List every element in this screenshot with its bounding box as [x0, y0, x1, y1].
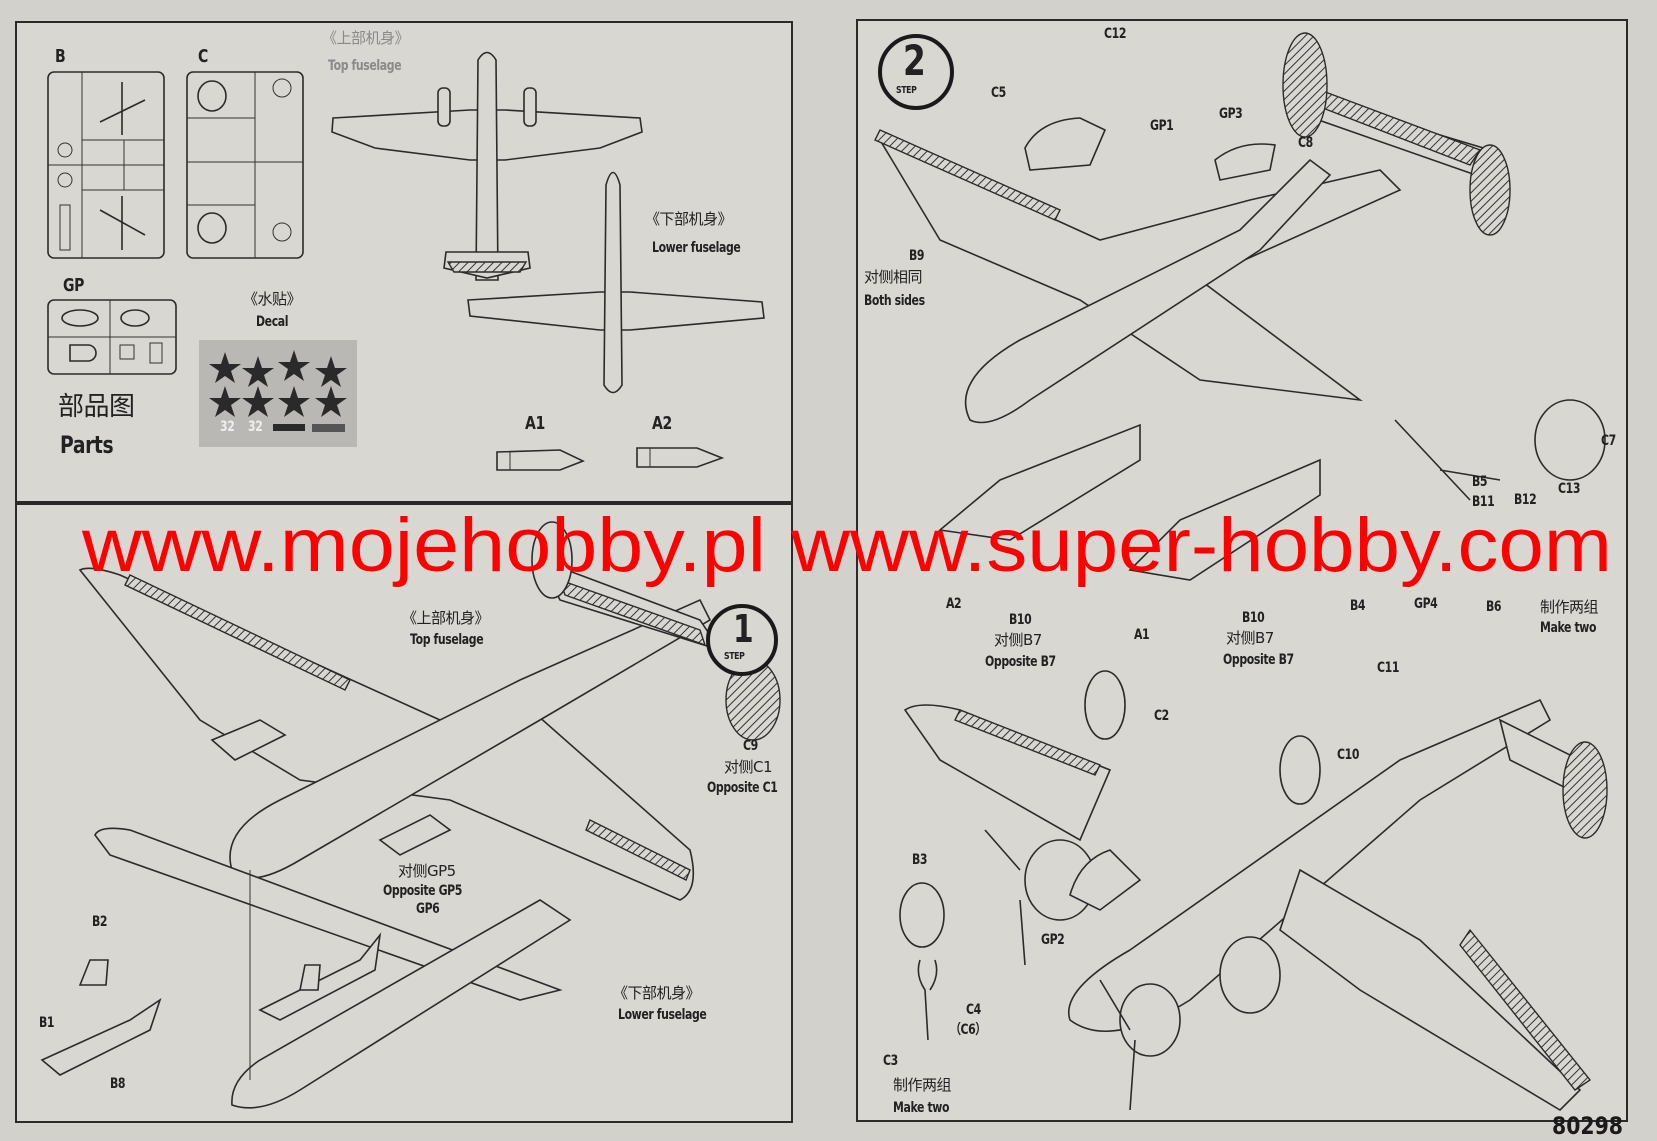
label-b8: B8	[110, 1076, 126, 1092]
label-gp4: GP4	[1414, 596, 1438, 612]
top-fuselage-en: Top fuselage	[328, 58, 402, 74]
lower-fuselage-drawing	[467, 171, 765, 394]
both-sides-en: Both sides	[864, 293, 925, 309]
label-b9: B9	[909, 248, 925, 264]
seat-b2-drawing	[78, 959, 109, 986]
decal-stars	[209, 350, 347, 432]
step1-lower-fuselage-drawing	[94, 827, 572, 1109]
propeller-icon	[99, 82, 146, 135]
cockpit-floor-drawing	[258, 932, 382, 1021]
step2-upper-assembly-drawing	[874, 32, 1606, 581]
sprue-b-drawing	[47, 71, 165, 259]
label-b10-left: B10	[1009, 612, 1032, 628]
label-gp2: GP2	[1041, 932, 1065, 948]
label-b12: B12	[1514, 492, 1537, 508]
step1-badge	[706, 604, 778, 676]
watermark-site-1: www.mojehobby.pl	[81, 503, 766, 588]
sprue-c-drawing	[186, 71, 304, 259]
page-number: 80298	[1552, 1112, 1623, 1140]
label-b5: B5	[1472, 474, 1488, 490]
label-b6: B6	[1486, 599, 1502, 615]
decal-number-1: 32	[220, 419, 235, 435]
sprue-gp-label: GP	[63, 275, 85, 296]
floor-b8-drawing	[40, 998, 162, 1076]
lower-fuselage-cn: 《下部机身》	[645, 210, 733, 228]
decal-number-2: 32	[248, 419, 263, 435]
label-c2: C2	[1154, 708, 1169, 724]
label-b3: B3	[912, 852, 928, 868]
opposite-gp5-en: Opposite GP5	[383, 883, 462, 899]
watermark-site-2: www.super-hobby.com	[790, 503, 1612, 588]
step1-lower-fuselage-en: Lower fuselage	[618, 1007, 707, 1023]
label-b1: B1	[39, 1015, 55, 1031]
opposite-gp5-cn: 对侧GP5	[398, 862, 456, 880]
parts-panel	[15, 21, 793, 503]
label-gp1: GP1	[1150, 118, 1174, 134]
part-a1-drawing	[496, 449, 586, 471]
label-c7: C7	[1601, 433, 1616, 449]
opposite-c1-cn: 对侧C1	[724, 758, 773, 776]
label-a1: A1	[1134, 627, 1150, 643]
both-sides-cn: 对侧相同	[864, 268, 923, 286]
make-two-cn-1: 制作两组	[1540, 598, 1599, 616]
label-c9: C9	[743, 738, 758, 754]
step1-word: STEP	[724, 651, 745, 662]
top-fuselage-cn: 《上部机身》	[322, 29, 410, 47]
step1-top-fuselage-drawing	[78, 521, 781, 901]
step1-top-fuselage-en: Top fuselage	[410, 632, 484, 648]
step2-number: 2	[903, 36, 926, 85]
sprue-gp-drawing	[47, 299, 177, 375]
part-a1-label: A1	[525, 413, 545, 434]
sprue-b-label: B	[55, 46, 66, 67]
opposite-b7-right-cn: 对侧B7	[1226, 629, 1274, 647]
label-gp3: GP3	[1219, 106, 1243, 122]
label-b11: B11	[1472, 494, 1495, 510]
label-b2: B2	[92, 914, 108, 930]
step1-number: 1	[733, 607, 754, 651]
make-two-en-2: Make two	[893, 1100, 950, 1116]
opposite-c1-en: Opposite C1	[707, 780, 778, 796]
parts-title-en: Parts	[60, 431, 114, 459]
top-fuselage-drawing	[331, 51, 643, 281]
opposite-b7-left-cn: 对侧B7	[994, 631, 1042, 649]
make-two-cn-2: 制作两组	[893, 1076, 952, 1094]
part-a2-drawing	[636, 447, 725, 468]
step2-lower-assembly-drawing	[899, 670, 1608, 1112]
parts-title-cn: 部品图	[58, 392, 135, 422]
label-c11: C11	[1377, 660, 1400, 676]
label-c12: C12	[1104, 26, 1127, 42]
make-two-en-1: Make two	[1540, 620, 1597, 636]
label-gp6: GP6	[416, 901, 440, 917]
propeller-icon	[99, 196, 146, 250]
label-b4: B4	[1350, 598, 1366, 614]
label-c4: C4	[966, 1002, 981, 1018]
opposite-b7-left-en: Opposite B7	[985, 654, 1056, 670]
opposite-b7-right-en: Opposite B7	[1223, 652, 1294, 668]
label-c3: C3	[883, 1053, 898, 1069]
label-a2: A2	[946, 596, 962, 612]
label-c13: C13	[1558, 481, 1581, 497]
label-c6: （C6）	[950, 1022, 986, 1038]
part-a2-label: A2	[652, 413, 672, 434]
lower-fuselage-en: Lower fuselage	[652, 240, 741, 256]
label-c8: C8	[1298, 135, 1313, 151]
label-c10: C10	[1337, 747, 1360, 763]
step2-badge	[878, 34, 954, 110]
step1-lower-fuselage-cn: 《下部机身》	[613, 984, 701, 1002]
decal-cn: 《水贴》	[243, 290, 302, 308]
step2-word: STEP	[896, 85, 917, 96]
label-c5: C5	[991, 85, 1006, 101]
decal-en: Decal	[256, 314, 289, 330]
sprue-c-label: C	[198, 46, 208, 67]
label-b10-right: B10	[1242, 610, 1265, 626]
step1-top-fuselage-cn: 《上部机身》	[402, 609, 490, 627]
